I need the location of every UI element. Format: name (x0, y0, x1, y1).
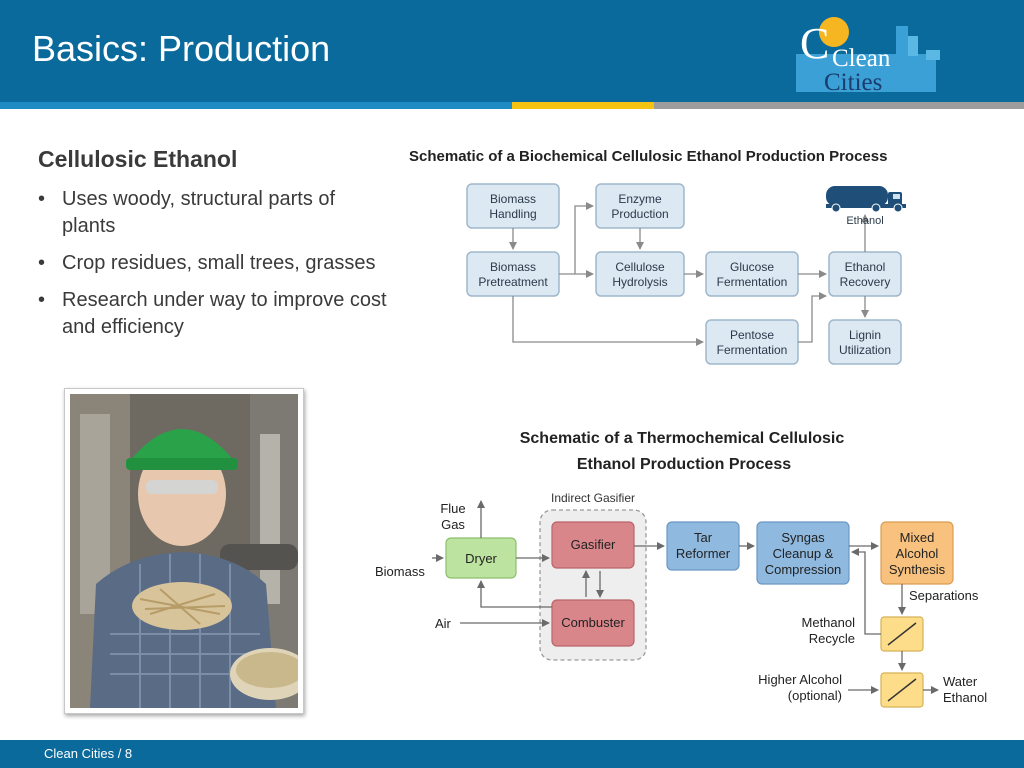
box-label: Glucose (730, 260, 774, 274)
cellulose-hydrolysis-box (595, 251, 685, 297)
tanker-truck-icon (826, 186, 906, 213)
footer-text: Clean Cities / 8 (44, 746, 133, 761)
flow-arrow (477, 580, 552, 608)
header-stripe-blue (0, 102, 512, 109)
section-heading: Cellulosic Ethanol (38, 146, 238, 172)
slide-title: Basics: Production (32, 28, 331, 69)
water-output-label: Water (943, 674, 978, 689)
thermochemical-title-line2: Ethanol Production Process (577, 456, 791, 473)
combuster-box (551, 599, 635, 647)
indirect-gasifier-label: Indirect Gasifier (551, 491, 635, 505)
box-label: Reformer (676, 546, 731, 561)
logo-word-cities: Cities (824, 69, 882, 96)
methanol-recycle-label: Recycle (809, 631, 855, 646)
clean-cities-logo: C Clean Cities (796, 17, 940, 96)
box-label: Dryer (465, 551, 497, 566)
syngas-cleanup-box (756, 521, 850, 585)
slide-footer: Clean Cities / 8 (0, 740, 1024, 768)
thermochemical-title-line1: Schematic of a Thermochemical Cellulosic (520, 430, 845, 447)
separations-label: Separations (909, 588, 979, 603)
box-label: Cellulose (615, 260, 665, 274)
pentose-fermentation-box (705, 319, 799, 365)
ethanol-output-label: Ethanol (943, 690, 987, 705)
box-label: Synthesis (889, 562, 946, 577)
header-stripe-gray (654, 102, 1024, 109)
box-label: Utilization (839, 343, 891, 357)
box-label: Ethanol (845, 260, 886, 274)
enzyme-production-box (595, 183, 685, 229)
box-label: Fermentation (717, 275, 788, 289)
box-label: Biomass (490, 192, 536, 206)
bullet-item: Uses woody, structural parts of plants (36, 186, 391, 240)
bullet-list: Uses woody, structural parts of plants C… (36, 186, 391, 351)
lignin-utilization-box (828, 319, 902, 365)
box-label: Pentose (730, 328, 774, 342)
box-label: Pretreatment (478, 275, 548, 289)
flue-gas-label: Flue (440, 501, 465, 516)
box-label: Compression (765, 562, 842, 577)
box-label: Tar (694, 530, 713, 545)
flow-arrow (574, 202, 594, 274)
biochemical-diagram: Schematic of a Biochemical Cellulosic Et… (409, 148, 906, 365)
gasifier-box (551, 521, 635, 569)
box-label: Gasifier (571, 537, 616, 552)
bullet-item: Research under way to improve cost and e… (36, 287, 391, 341)
higher-alcohol-label: Higher Alcohol (758, 672, 842, 687)
box-label: Handling (489, 207, 536, 221)
flow-arrow (798, 292, 827, 343)
box-label: Cleanup & (773, 546, 834, 561)
separator-diagonal (887, 678, 917, 702)
box-label: Mixed (900, 530, 935, 545)
biomass-handling-box (466, 183, 560, 229)
biochemical-title: Schematic of a Biochemical Cellulosic Et… (409, 148, 887, 165)
flow-arrow (851, 548, 881, 635)
thermochemical-diagram: Schematic of a Thermochemical Cellulosic… (375, 430, 987, 708)
box-label: Fermentation (717, 343, 788, 357)
ethanol-recovery-box (828, 251, 902, 297)
box-label: Recovery (840, 275, 891, 289)
biomass-input-label: Biomass (375, 564, 425, 579)
box-label: Combuster (561, 615, 625, 630)
glucose-fermentation-box (705, 251, 799, 297)
biomass-pretreatment-box (466, 251, 560, 297)
logo-word-clean: Clean (832, 45, 891, 72)
bullet-item: Crop residues, small trees, grasses (36, 250, 391, 277)
air-input-label: Air (435, 616, 452, 631)
higher-alcohol-label: (optional) (788, 688, 842, 703)
box-label: Enzyme (618, 192, 662, 206)
svg-text:C: C (800, 19, 829, 68)
box-label: Production (611, 207, 668, 221)
header-stripe-yellow (512, 102, 654, 109)
slide-header: Basics: Production C Clean Cities (0, 0, 1024, 102)
mixed-alcohol-synthesis-box (880, 521, 954, 585)
flow-arrow (512, 296, 704, 346)
box-label: Biomass (490, 260, 536, 274)
researcher-photo (64, 388, 304, 714)
methanol-recycle-label: Methanol (802, 615, 856, 630)
separator-diagonal (887, 622, 917, 646)
researcher-photo-image (70, 394, 298, 708)
truck-label: Ethanol (846, 215, 883, 227)
box-label: Lignin (849, 328, 881, 342)
box-label: Syngas (781, 530, 825, 545)
box-label: Hydrolysis (612, 275, 667, 289)
flue-gas-label: Gas (441, 517, 465, 532)
box-label: Alcohol (896, 546, 939, 561)
